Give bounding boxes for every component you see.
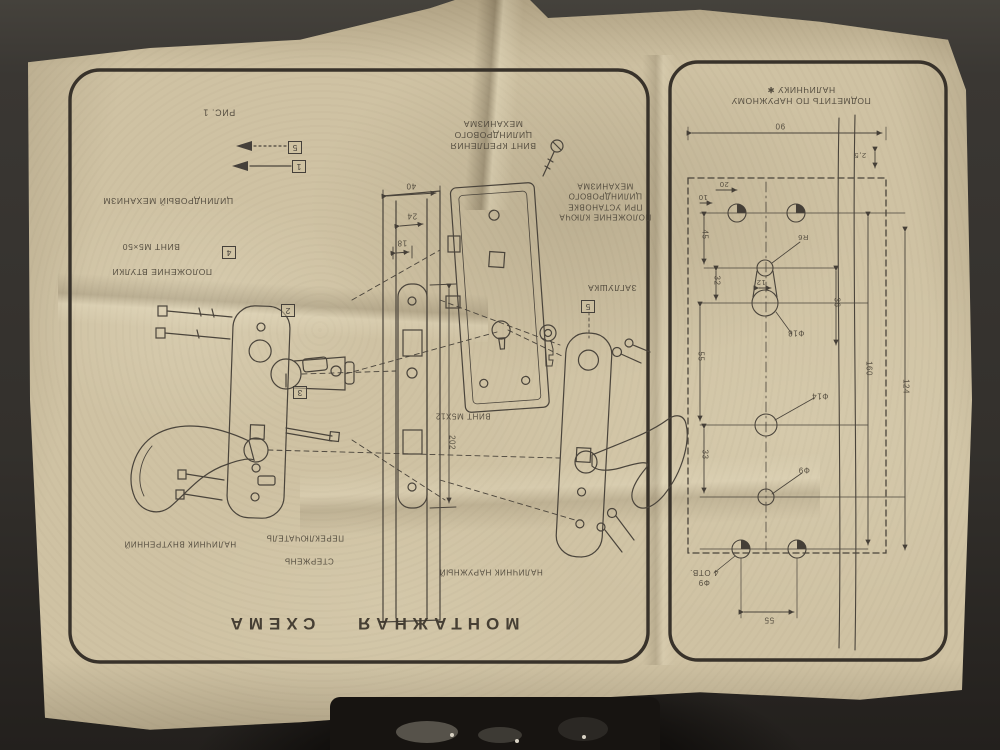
background-objects [330, 697, 660, 750]
callout-5-plug: 5 [581, 300, 595, 313]
label-bushing-position: ПОЛОЖЕНИЕ ВТУЛКИ [111, 267, 213, 278]
dim-12: 12 [756, 277, 766, 287]
lock-body-drawing [449, 182, 550, 413]
dim-55-bottom: 55 [763, 615, 775, 625]
latch-bolt [447, 235, 461, 253]
speckle [515, 739, 519, 743]
dim-55-left: 55 [696, 351, 706, 362]
label-cylinder-fixing-screw: ВИНТ КРЕПЛЕНИЯ ЦИЛИНДРОВОГО МЕХАНИЗМА [436, 118, 550, 151]
exploded-assembly-drawing [130, 139, 688, 623]
label-line: ПРИ УСТАНОВКЕ [567, 202, 643, 212]
label-outer-faceplate: НАЛИЧНИК НАРУЖНЫЙ [439, 567, 543, 577]
door-dimensions [381, 185, 457, 509]
label-line: МЕХАНИЗМА [576, 181, 634, 191]
hole-label-f14: Ф14 [811, 391, 829, 401]
speckle [582, 735, 586, 739]
note-line: НАЛИЧНИКУ ✱ [766, 85, 836, 96]
blurred-object [396, 721, 458, 743]
note-line: ПОДМЕТИТЬ ПО НАРУЖНОМУ [731, 96, 871, 107]
panel-borders [68, 60, 948, 664]
spindle-rod-drawing [285, 427, 341, 443]
figure-label: РИС. 1 [202, 107, 236, 118]
drilling-template-drawing [686, 114, 908, 651]
dim-24: 24 [406, 211, 418, 221]
dim-40: 40 [405, 181, 417, 191]
dim-18: 18 [396, 238, 408, 248]
callout-5-top: 5 [288, 141, 302, 154]
extension-lines [687, 126, 906, 619]
label-key-position: ПОЛОЖЕНИЕ КЛЮЧА ПРИ УСТАНОВКЕ ЦИЛИНДРОВО… [552, 180, 658, 222]
dim-10: 10 [698, 192, 708, 202]
dim-124: 124 [901, 379, 911, 394]
inner-handle-drawing [130, 425, 269, 513]
sheet-title: МОНТАЖНАЯ СХЕМА [224, 614, 520, 634]
outer-handle-drawing [574, 415, 688, 509]
template-dimensions [686, 130, 908, 615]
template-outline [687, 177, 887, 554]
template-note: ПОДМЕТИТЬ ПО НАРУЖНОМУ НАЛИЧНИКУ ✱ [692, 84, 910, 106]
dim-45: 45 [700, 229, 710, 240]
dim-160: 160 [864, 361, 874, 376]
label-rod: СТЕРЖЕНЬ [284, 556, 334, 566]
door-cross-section [382, 190, 441, 623]
hole-label-r6: R6 [797, 232, 809, 242]
label-plug: ЗАГЛУШКА [587, 283, 637, 294]
label-line: Ф9 [698, 577, 710, 587]
hole-label-f18: Ф18 [787, 328, 805, 338]
hole-label-f9: Ф9 [798, 465, 810, 475]
dim-202: 202 [447, 435, 457, 450]
screws-m5x12-drawing [596, 338, 651, 553]
projection-lines [267, 249, 576, 521]
switch-drawing [257, 475, 276, 486]
dim-33: 33 [700, 449, 710, 460]
label-screw-m5x50: ВИНТ М5×50 [122, 242, 180, 253]
cylinder-mechanism-drawing [270, 356, 355, 391]
label-inner-faceplate: НАЛИЧНИК ВНУТРЕННИЙ [123, 539, 237, 549]
dim-36: 36 [832, 297, 842, 308]
callout-3: 3 [293, 386, 307, 399]
door-edge-line [837, 117, 841, 649]
dim-2-5: 2,5 [853, 150, 867, 160]
callout-1: 1 [292, 160, 306, 173]
dim-90: 90 [774, 121, 786, 131]
outer-plate-drawing [555, 332, 613, 558]
speckle [450, 733, 454, 737]
key-drawing [539, 324, 557, 367]
screws-m5x50-drawing [155, 305, 233, 340]
small-screws-drawing [175, 469, 225, 501]
label-line: ПОЛОЖЕНИЕ КЛЮЧА [558, 212, 652, 222]
label-line: ВИНТ КРЕПЛЕНИЯ [450, 141, 536, 152]
label-switch: ПЕРЕКЛЮЧАТЕЛЬ [265, 533, 345, 543]
direction-arrows [232, 141, 292, 171]
callout-4: 4 [222, 246, 236, 259]
drill-holes [727, 203, 807, 559]
label-line: 4 ОТВ. [689, 567, 719, 577]
inner-plate-drawing [226, 305, 291, 519]
label-line: МЕХАНИЗМА [463, 119, 523, 130]
dim-20: 20 [719, 179, 729, 189]
label-screw-m5x12: ВИНТ М5Х12 [435, 411, 491, 421]
hole-label-f9-4otv: Ф9 4 ОТВ. [682, 566, 726, 587]
door-edge-line-2 [853, 114, 857, 651]
cylinder-fixing-screw-drawing [542, 139, 564, 177]
dead-bolt [445, 295, 461, 309]
label-line: ЦИЛИНДРОВОГО [568, 191, 642, 201]
dim-32: 32 [712, 275, 722, 286]
label-cylinder-mechanism: ЦИЛИНДРОВЫЙ МЕХАНИЗМ [102, 196, 234, 207]
label-line: ЦИЛИНДРОВОГО [454, 130, 533, 141]
callout-2: 2 [281, 304, 295, 317]
leader-lines [713, 241, 815, 574]
blurred-object [478, 727, 522, 743]
